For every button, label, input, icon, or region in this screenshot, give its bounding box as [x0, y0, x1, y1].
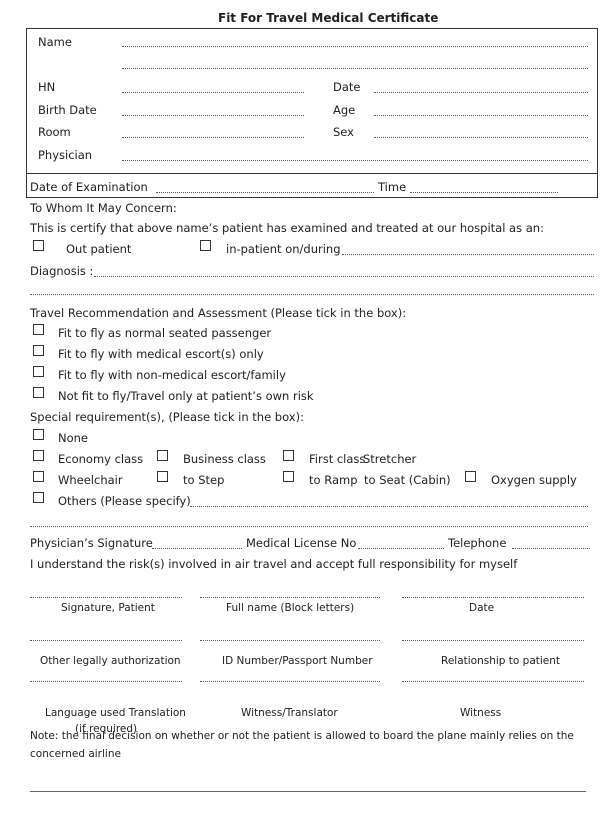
rec-option-1: Fit to fly as normal seated passenger — [58, 326, 272, 340]
physician-field[interactable] — [122, 160, 588, 161]
date-field[interactable] — [374, 92, 588, 93]
if-required-text: (if required) — [75, 723, 138, 735]
physician-label: Physician — [38, 148, 93, 162]
to-ramp-label: to Ramp — [309, 473, 358, 487]
patient-info-box — [26, 28, 598, 198]
rec-checkbox-4[interactable] — [33, 387, 44, 398]
others-field[interactable] — [190, 506, 588, 507]
rec-option-4: Not fit to fly/Travel only at patient’s … — [58, 389, 314, 403]
note-line-1: Note: the final decision on whether or n… — [30, 730, 574, 742]
certify-text: This is certify that above name’s patien… — [30, 221, 544, 235]
recommendation-heading: Travel Recommendation and Assessment (Pl… — [30, 306, 407, 320]
age-field[interactable] — [374, 115, 588, 116]
physician-signature-field[interactable] — [152, 548, 242, 549]
full-name-label: Full name (Block letters) — [226, 602, 355, 614]
rec-option-2: Fit to fly with medical escort(s) only — [58, 347, 264, 361]
witness-field[interactable] — [402, 681, 584, 682]
license-field[interactable] — [358, 548, 444, 549]
first-class-label: First class — [309, 452, 366, 466]
date-exam-label: Date of Examination — [30, 180, 148, 194]
hn-label: HN — [38, 80, 56, 94]
authorization-label: Other legally authorization — [40, 655, 181, 667]
witness-label: Witness — [460, 707, 502, 719]
box-divider — [26, 173, 598, 174]
telephone-label: Telephone — [448, 536, 507, 550]
signature-patient-label: Signature, Patient — [61, 602, 155, 614]
translation-field[interactable] — [30, 681, 182, 682]
time-field[interactable] — [410, 192, 558, 193]
diagnosis-field[interactable] — [94, 276, 594, 277]
note-line-2: concerned airline — [30, 748, 121, 760]
birth-date-label: Birth Date — [38, 103, 97, 117]
telephone-field[interactable] — [512, 548, 590, 549]
to-step-checkbox[interactable] — [157, 471, 168, 482]
patient-signature-field[interactable] — [30, 597, 182, 598]
birth-date-field[interactable] — [122, 115, 304, 116]
id-number-label: ID Number/Passport Number — [222, 655, 373, 667]
physician-signature-label: Physician’s Signature — [30, 536, 153, 550]
diagnosis-label: Diagnosis : — [30, 264, 94, 278]
authorization-field[interactable] — [30, 640, 182, 641]
stretcher-label: Stretcher — [363, 452, 417, 466]
sig-date-field[interactable] — [402, 597, 584, 598]
translation-label: Language used Translation — [45, 707, 186, 719]
date-label: Date — [333, 80, 361, 94]
relationship-field[interactable] — [402, 640, 584, 641]
sex-field[interactable] — [374, 137, 588, 138]
hn-field[interactable] — [122, 92, 304, 93]
rec-checkbox-1[interactable] — [33, 324, 44, 335]
wheelchair-label: Wheelchair — [58, 473, 123, 487]
name-field[interactable] — [122, 46, 588, 47]
others-field-line2[interactable] — [30, 526, 588, 527]
date-sig-label: Date — [469, 602, 495, 614]
name-label: Name — [38, 35, 72, 49]
footer-rule — [30, 791, 586, 792]
translator-field[interactable] — [200, 681, 380, 682]
in-patient-field[interactable] — [342, 254, 594, 255]
full-name-field[interactable] — [200, 597, 380, 598]
out-patient-checkbox[interactable] — [33, 240, 44, 251]
room-label: Room — [38, 125, 71, 139]
time-label: Time — [378, 180, 407, 194]
in-patient-label: in-patient on/during — [226, 242, 341, 256]
special-heading: Special requirement(s), (Please tick in … — [30, 410, 304, 424]
others-checkbox[interactable] — [33, 492, 44, 503]
to-whom-text: To Whom It May Concern: — [30, 201, 177, 215]
economy-label: Economy class — [58, 452, 144, 466]
to-seat-label: to Seat (Cabin) — [364, 473, 451, 487]
sex-label: Sex — [333, 125, 354, 139]
id-number-field[interactable] — [200, 640, 380, 641]
oxygen-label: Oxygen supply — [491, 473, 577, 487]
in-patient-checkbox[interactable] — [200, 240, 211, 251]
to-ramp-checkbox[interactable] — [283, 471, 294, 482]
oxygen-checkbox[interactable] — [465, 471, 476, 482]
to-step-label: to Step — [183, 473, 225, 487]
business-label: Business class — [183, 452, 266, 466]
understand-text: I understand the risk(s) involved in air… — [30, 557, 518, 571]
diagnosis-field-line2[interactable] — [30, 294, 594, 295]
date-exam-field[interactable] — [156, 192, 374, 193]
translator-label: Witness/Translator — [241, 707, 338, 719]
economy-checkbox[interactable] — [33, 450, 44, 461]
none-label: None — [58, 431, 89, 445]
out-patient-label: Out patient — [66, 242, 132, 256]
age-label: Age — [333, 103, 356, 117]
name-field-line2[interactable] — [122, 68, 588, 69]
page-title: Fit For Travel Medical Certificate — [218, 11, 439, 25]
rec-checkbox-3[interactable] — [33, 366, 44, 377]
rec-option-3: Fit to fly with non-medical escort/famil… — [58, 368, 286, 382]
none-checkbox[interactable] — [33, 429, 44, 440]
relationship-label: Relationship to patient — [441, 655, 561, 667]
first-class-checkbox[interactable] — [283, 450, 294, 461]
others-label: Others (Please specify) — [58, 494, 191, 508]
wheelchair-checkbox[interactable] — [33, 471, 44, 482]
business-checkbox[interactable] — [157, 450, 168, 461]
room-field[interactable] — [122, 137, 304, 138]
rec-checkbox-2[interactable] — [33, 345, 44, 356]
license-label: Medical License No — [246, 536, 357, 550]
